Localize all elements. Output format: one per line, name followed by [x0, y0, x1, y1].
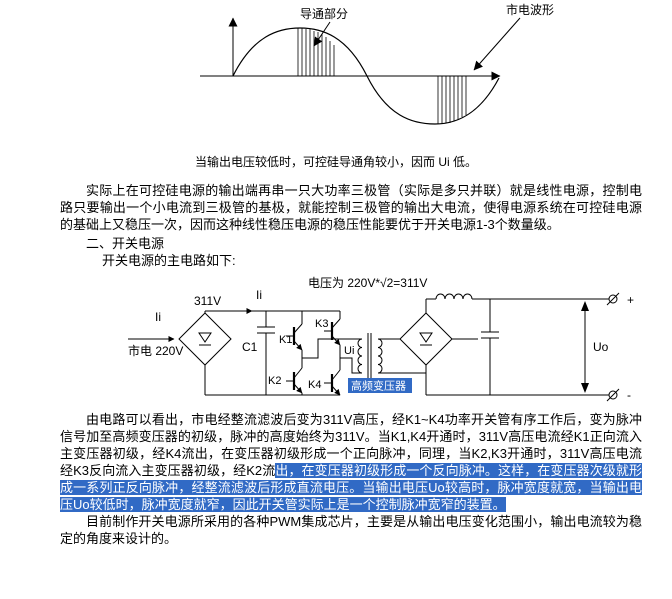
- hf-transformer: 高频变压器: [348, 333, 412, 393]
- mains-label: 市电 220V: [128, 343, 183, 358]
- operation-text-normal: 由电路可以看出，市电经整流滤波后变为311V高压，经K1~K4功率开关管有序工作…: [60, 412, 642, 478]
- output-bridge-rectifier: [399, 312, 478, 366]
- output-voltage-annotation: Uo: [581, 301, 609, 393]
- axes: [200, 17, 501, 81]
- voltage-note-label: 电压为 220V*√2=311V: [308, 276, 427, 290]
- output-filter: [425, 293, 609, 396]
- transformer-label-highlight: [348, 378, 412, 393]
- hatch-region-negative-half: [437, 76, 467, 124]
- section-subheading: 开关电源的主电路如下:: [102, 253, 236, 268]
- c1-label: C1: [242, 340, 258, 354]
- paragraph-pwm: 目前制作开关电源所采用的各种PWM集成芯片，主要是从输出电压变化范围小，输出电流…: [60, 514, 642, 546]
- mains-input: Ii 市电 220V: [128, 310, 183, 358]
- uo-label: Uo: [593, 340, 609, 354]
- waveform-caption: 当输出电压较低时，可控硅导通角较小，因而 Ui 低。: [194, 155, 477, 169]
- primary-connection-wires: Ui: [302, 338, 362, 374]
- ui-label: Ui: [344, 345, 354, 357]
- minus-label: -: [627, 388, 631, 402]
- output-terminal-positive: +: [606, 292, 634, 307]
- mains-wave-label: 市电波形: [506, 2, 554, 17]
- conduction-label: 导通部分: [300, 6, 348, 21]
- sine-wave: [232, 27, 500, 125]
- bus-current-label: Ii: [256, 288, 262, 302]
- filter-capacitor-c1: C1: [242, 311, 275, 395]
- plus-label: +: [627, 293, 634, 307]
- transistor-k2: K2: [268, 358, 303, 395]
- input-bridge-rectifier: [178, 312, 232, 366]
- k3-label: K3: [315, 318, 328, 330]
- section-heading: 二、开关电源: [86, 236, 165, 251]
- transistor-k4: K4: [308, 358, 341, 396]
- transistor-k3: K3: [315, 311, 341, 358]
- k4-label: K4: [308, 379, 321, 391]
- transistor-k1: K1: [279, 311, 303, 358]
- mains-wave-annotation: 市电波形: [473, 2, 554, 71]
- dc-bus-rails: [204, 310, 340, 396]
- waveform-diagram: 导通部分 市电波形: [200, 2, 554, 125]
- bus-voltage-label: 311V: [194, 294, 221, 308]
- paragraph-operation: 由电路可以看出，市电经整流滤波后变为311V高压，经K1~K4功率开关管有序工作…: [60, 411, 642, 513]
- circuit-diagram: 电压为 220V*√2=311V Ii 市电 220V 311V Ii: [128, 276, 634, 402]
- transformer-label: 高频变压器: [351, 379, 406, 393]
- input-current-label: Ii: [155, 310, 161, 324]
- conduction-annotation: 导通部分: [300, 6, 348, 47]
- paragraph-linear-supply: 实际上在可控硅电源的输出端再串一只大功率三极管（实际是多只并联）就是线性电源，控…: [60, 183, 642, 232]
- bus-current-annotation: Ii: [236, 288, 262, 314]
- k1-label: K1: [279, 334, 292, 346]
- k2-label: K2: [268, 375, 281, 387]
- output-terminal-negative: -: [606, 388, 631, 402]
- secondary-wires: [378, 338, 427, 374]
- hatch-region-conduction: [297, 28, 335, 76]
- output-inductor: [435, 293, 473, 300]
